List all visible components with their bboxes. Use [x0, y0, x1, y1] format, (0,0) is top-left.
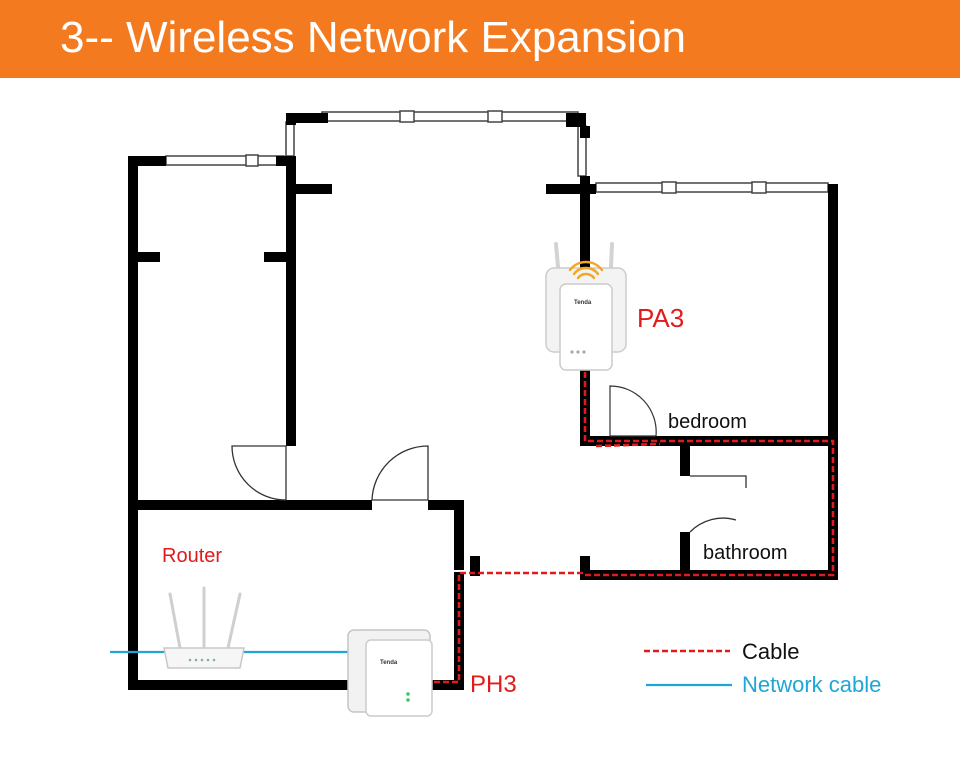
window-left [165, 155, 285, 166]
page-title: 3-- Wireless Network Expansion [60, 13, 686, 62]
ph3-label: PH3 [470, 671, 517, 698]
bathroom-label: bathroom [703, 542, 788, 564]
legend-cable-label: Cable [742, 639, 800, 664]
door-swings [231, 385, 747, 533]
ph3-brand: Tenda [380, 660, 398, 666]
legend-network-cable-label: Network cable [742, 672, 882, 697]
powerline-cable [434, 370, 835, 684]
pa3-label: PA3 [637, 303, 685, 333]
ph3-device: Tenda [347, 629, 433, 717]
pa3-brand: Tenda [574, 300, 592, 306]
header-banner: 3-- Wireless Network Expansion [0, 0, 960, 78]
pa3-device: Tenda [545, 242, 627, 371]
wifi-signal-icon [568, 260, 604, 280]
bedroom-label: bedroom [668, 411, 747, 433]
walls [128, 113, 838, 690]
antenna-icon [168, 586, 242, 650]
router-label: Router [162, 545, 223, 567]
router-device [163, 586, 245, 669]
windows [165, 110, 829, 194]
window-corner-left [285, 121, 295, 157]
window-top [321, 111, 579, 122]
window-right [595, 182, 829, 193]
